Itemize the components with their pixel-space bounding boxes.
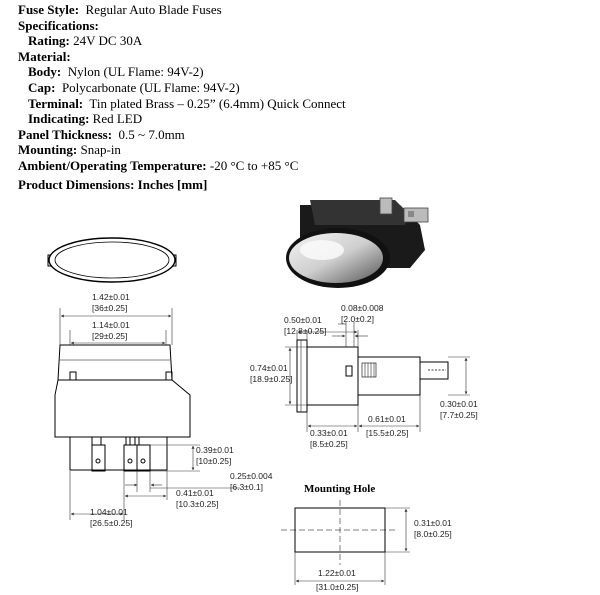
specifications-heading: Specifications: xyxy=(18,17,99,33)
indicating-row: Indicating: Red LED xyxy=(18,111,346,127)
dim-0-50-mm: [12.8±0.25] xyxy=(284,326,326,336)
dim-0-41-in: 0.41±0.01 xyxy=(176,488,214,498)
dim-0-25-mm: [6.3±0.1] xyxy=(230,482,263,492)
dimensions-title: Product Dimensions: Inches [mm] xyxy=(18,177,208,192)
mounting-hole-title: Mounting Hole xyxy=(304,483,375,495)
dim-0-33-mm: [8.5±0.25] xyxy=(310,439,348,449)
dim-0-30-in: 0.30±0.01 xyxy=(440,399,478,409)
panel-thickness-label: Panel Thickness: xyxy=(18,126,113,142)
dim-0-50-in: 0.50±0.01 xyxy=(284,315,322,325)
side-view-drawing xyxy=(296,339,449,413)
body-row: Body: Nylon (UL Flame: 94V-2) xyxy=(18,64,346,80)
dim-1-04-in: 1.04±0.01 xyxy=(90,507,128,517)
temperature-row: Ambient/Operating Temperature: -20 °C to… xyxy=(18,158,346,174)
terminal-label: Terminal: xyxy=(28,95,84,111)
dim-1-22-in: 1.22±0.01 xyxy=(318,568,356,578)
dim-1-42-in: 1.42±0.01 xyxy=(92,292,130,302)
dim-0-74-in: 0.74±0.01 xyxy=(250,363,288,373)
dim-0-61-mm: [15.5±0.25] xyxy=(366,428,408,438)
fuse-style-label: Fuse Style: xyxy=(18,2,80,17)
fuse-style-row: Fuse Style: Regular Auto Blade Fuses xyxy=(18,2,346,18)
body-value: Nylon (UL Flame: 94V-2) xyxy=(67,64,204,80)
mounting-row: Mounting: Snap-in xyxy=(18,142,346,158)
dim-1-04-mm: [26.5±0.25] xyxy=(90,518,132,528)
indicating-value: Red LED xyxy=(92,111,143,127)
material-heading: Material: xyxy=(18,48,71,64)
temperature-value: -20 °C to +85 °C xyxy=(209,157,299,173)
dim-1-14-mm: [29±0.25] xyxy=(92,331,127,341)
indicating-label: Indicating: xyxy=(28,111,90,127)
top-view-oval xyxy=(47,237,177,283)
dim-0-61-in: 0.61±0.01 xyxy=(368,414,406,424)
temperature-label: Ambient/Operating Temperature: xyxy=(18,157,207,173)
front-view-drawing xyxy=(54,344,191,472)
dim-1-22-mm: [31.0±0.25] xyxy=(316,582,358,592)
dim-0-39-mm: [10±0.25] xyxy=(196,456,231,466)
dim-0-30-mm: [7.7±0.25] xyxy=(440,410,478,420)
material-row: Material: xyxy=(18,49,346,65)
mounting-hole-dimensions xyxy=(294,507,410,585)
dim-0-08-in: 0.08±0.008 xyxy=(341,303,384,313)
fuse-style-value: Regular Auto Blade Fuses xyxy=(85,2,222,17)
product-3d-image xyxy=(286,197,429,288)
front-view-dimensions xyxy=(59,308,240,520)
cap-label: Cap: xyxy=(28,79,56,95)
dim-0-74-mm: [18.9±0.25] xyxy=(250,374,292,384)
dim-0-33-in: 0.33±0.01 xyxy=(310,428,348,438)
rating-value: 24V DC 30A xyxy=(73,33,143,49)
dim-0-39-in: 0.39±0.01 xyxy=(196,445,234,455)
terminal-value: Tin plated Brass – 0.25” (6.4mm) Quick C… xyxy=(89,95,346,111)
terminal-row: Terminal: Tin plated Brass – 0.25” (6.4m… xyxy=(18,96,346,112)
cap-value: Polycarbonate (UL Flame: 94V-2) xyxy=(61,79,240,95)
panel-thickness-value: 0.5 ~ 7.0mm xyxy=(118,126,185,142)
dim-1-42-mm: [36±0.25] xyxy=(92,303,127,313)
dim-1-14-in: 1.14±0.01 xyxy=(92,320,130,330)
dim-0-25-in: 0.25±0.004 xyxy=(230,471,273,481)
cap-row: Cap: Polycarbonate (UL Flame: 94V-2) xyxy=(18,80,346,96)
mounting-hole-drawing xyxy=(281,500,397,565)
panel-thickness-row: Panel Thickness: 0.5 ~ 7.0mm xyxy=(18,127,346,143)
body-label: Body: xyxy=(28,64,62,80)
rating-row: Rating: 24V DC 30A xyxy=(18,33,346,49)
dim-0-31-mm: [8.0±0.25] xyxy=(414,529,452,539)
dim-0-41-mm: [10.3±0.25] xyxy=(176,499,218,509)
specifications-block: Fuse Style: Regular Auto Blade Fuses Spe… xyxy=(18,2,346,174)
rating-label: Rating: xyxy=(28,33,70,49)
dim-0-31-in: 0.31±0.01 xyxy=(414,518,452,528)
side-view-dimensions xyxy=(285,322,470,432)
mounting-value: Snap-in xyxy=(80,142,121,158)
dim-0-08-mm: [2.0±0.2] xyxy=(341,314,374,324)
mounting-label: Mounting: xyxy=(18,142,78,158)
specifications-row: Specifications: xyxy=(18,18,346,34)
